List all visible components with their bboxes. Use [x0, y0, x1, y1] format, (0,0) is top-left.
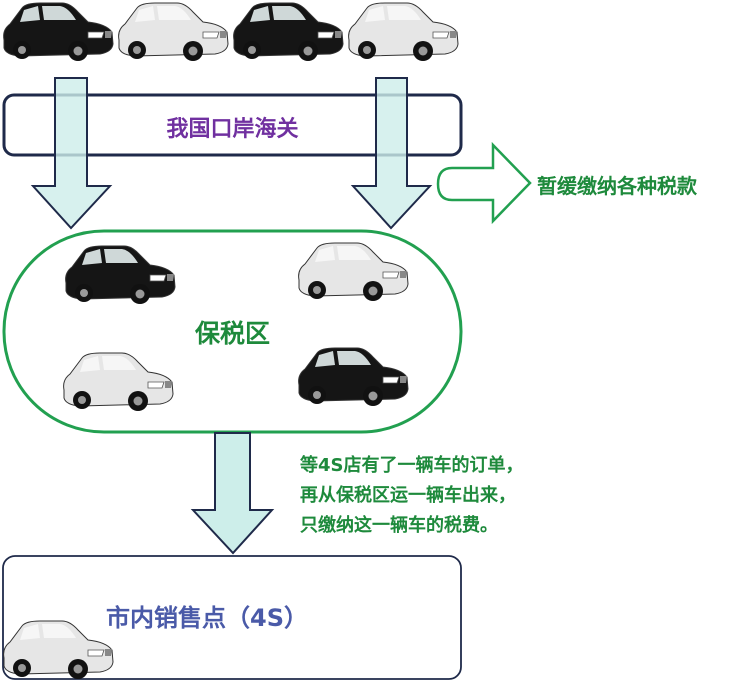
black-car-icon	[233, 2, 344, 62]
white-car-icon	[348, 2, 459, 62]
bonded-zone-label: 保税区	[194, 319, 270, 348]
customs-label: 我国口岸海关	[166, 117, 299, 142]
customs-box	[2, 93, 463, 157]
defer-taxes-label: 暂缓缴纳各种税款	[537, 174, 697, 198]
white-car-icon	[118, 2, 229, 62]
car-row-top	[3, 2, 459, 62]
right-arrow-icon	[436, 141, 532, 225]
down-arrow-right	[350, 77, 433, 230]
store-label: 市内销售点（4S）	[106, 604, 308, 632]
store-box	[2, 555, 462, 680]
note-line: 只缴纳这一辆车的税费。	[300, 515, 498, 536]
down-arrow-center	[190, 432, 275, 555]
black-car-icon	[3, 2, 114, 62]
down-arrow-left	[30, 77, 113, 230]
note-line: 再从保税区运一辆车出来，	[300, 485, 516, 506]
white-car-icon	[3, 620, 114, 680]
note-line: 等4S店有了一辆车的订单，	[300, 455, 524, 476]
